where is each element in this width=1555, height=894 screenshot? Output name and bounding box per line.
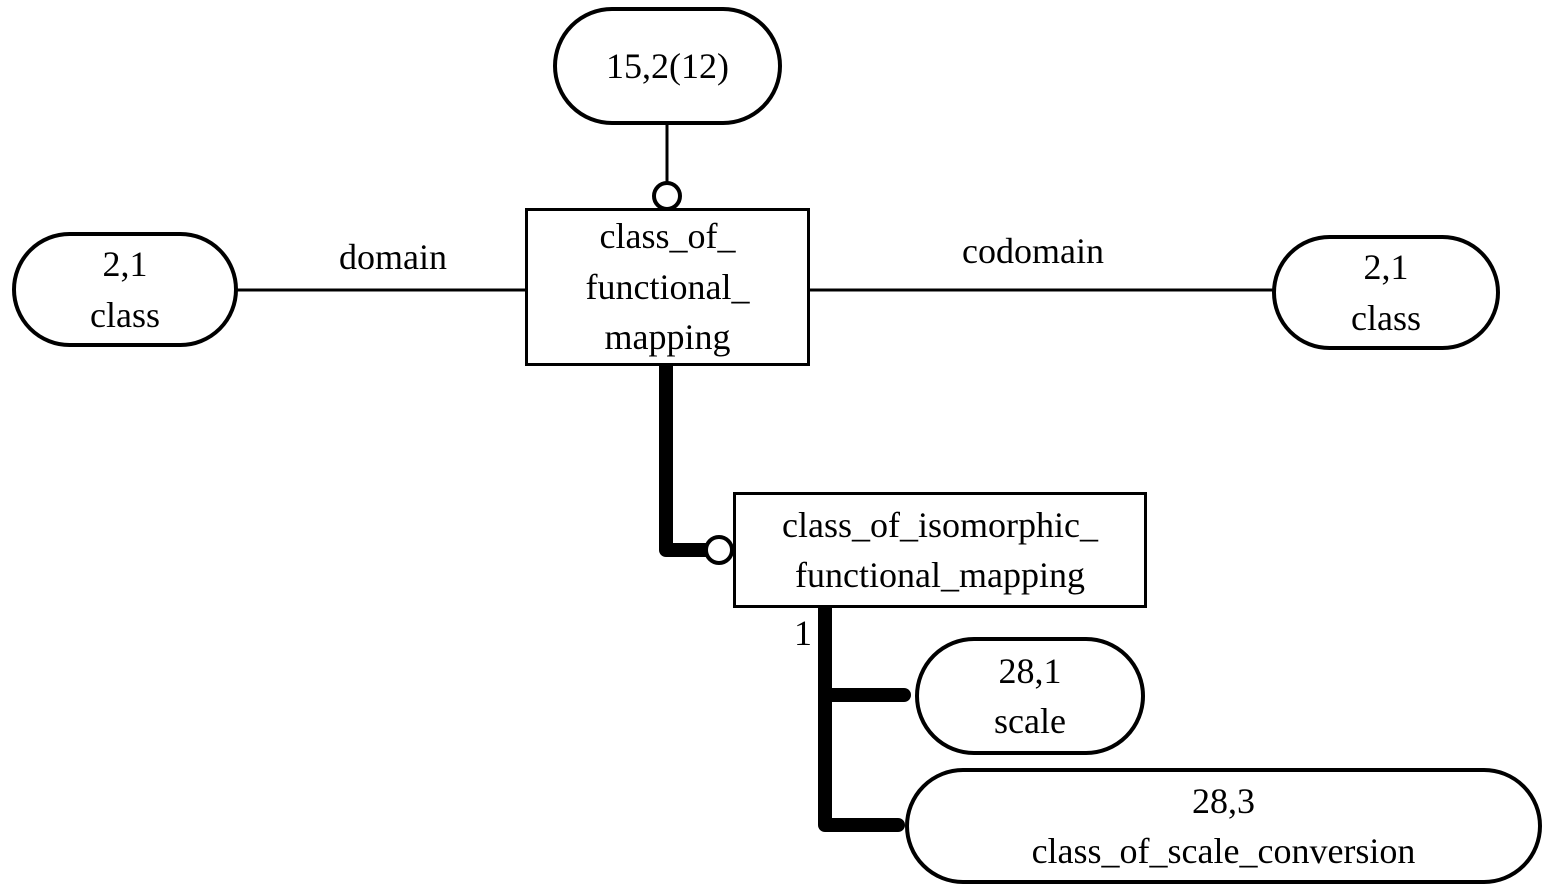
node-class-right: 2,1 class	[1272, 235, 1500, 350]
edge-subtype-isomorphic	[659, 354, 713, 557]
node-label-line: 2,1	[1363, 247, 1409, 288]
node-label-line: 15,2(12)	[606, 45, 729, 86]
edge-subtype-tree	[818, 594, 905, 832]
node-label-line: functional_	[585, 266, 750, 307]
node-label-line: class_of_isomorphic_	[782, 504, 1098, 545]
entity-class-of-isomorphic-functional-mapping: class_of_isomorphic_ functional_mapping	[733, 492, 1147, 608]
node-label-line: class_of_	[599, 216, 736, 257]
node-label-line: class	[1351, 297, 1421, 338]
node-label-line: 28,1	[998, 650, 1062, 691]
edge-label-domain: domain	[339, 237, 447, 277]
node-label-line: scale	[994, 701, 1066, 741]
relation-circle-top	[652, 181, 682, 211]
node-scale: 28,1 scale	[915, 637, 1145, 755]
node-class-of-scale-conversion: 28,3 class_of_scale_conversion	[905, 768, 1542, 884]
node-label-line: 2,1	[102, 244, 148, 285]
node-label-line: 28,3	[1192, 780, 1255, 821]
entity-class-of-functional-mapping: class_of_ functional_ mapping	[525, 208, 810, 366]
edge-label-cardinality: 1	[794, 613, 812, 653]
node-label-line: mapping	[604, 317, 731, 358]
edge-label-codomain: codomain	[962, 231, 1104, 271]
node-label-line: class_of_scale_conversion	[1031, 831, 1416, 871]
node-page-ref-15-2: 15,2(12)	[553, 7, 782, 125]
relation-circle-isomorphic	[704, 535, 734, 565]
node-label-line: class	[90, 294, 160, 335]
node-class-left: 2,1 class	[12, 232, 238, 347]
node-label-line: functional_mapping	[795, 555, 1085, 595]
